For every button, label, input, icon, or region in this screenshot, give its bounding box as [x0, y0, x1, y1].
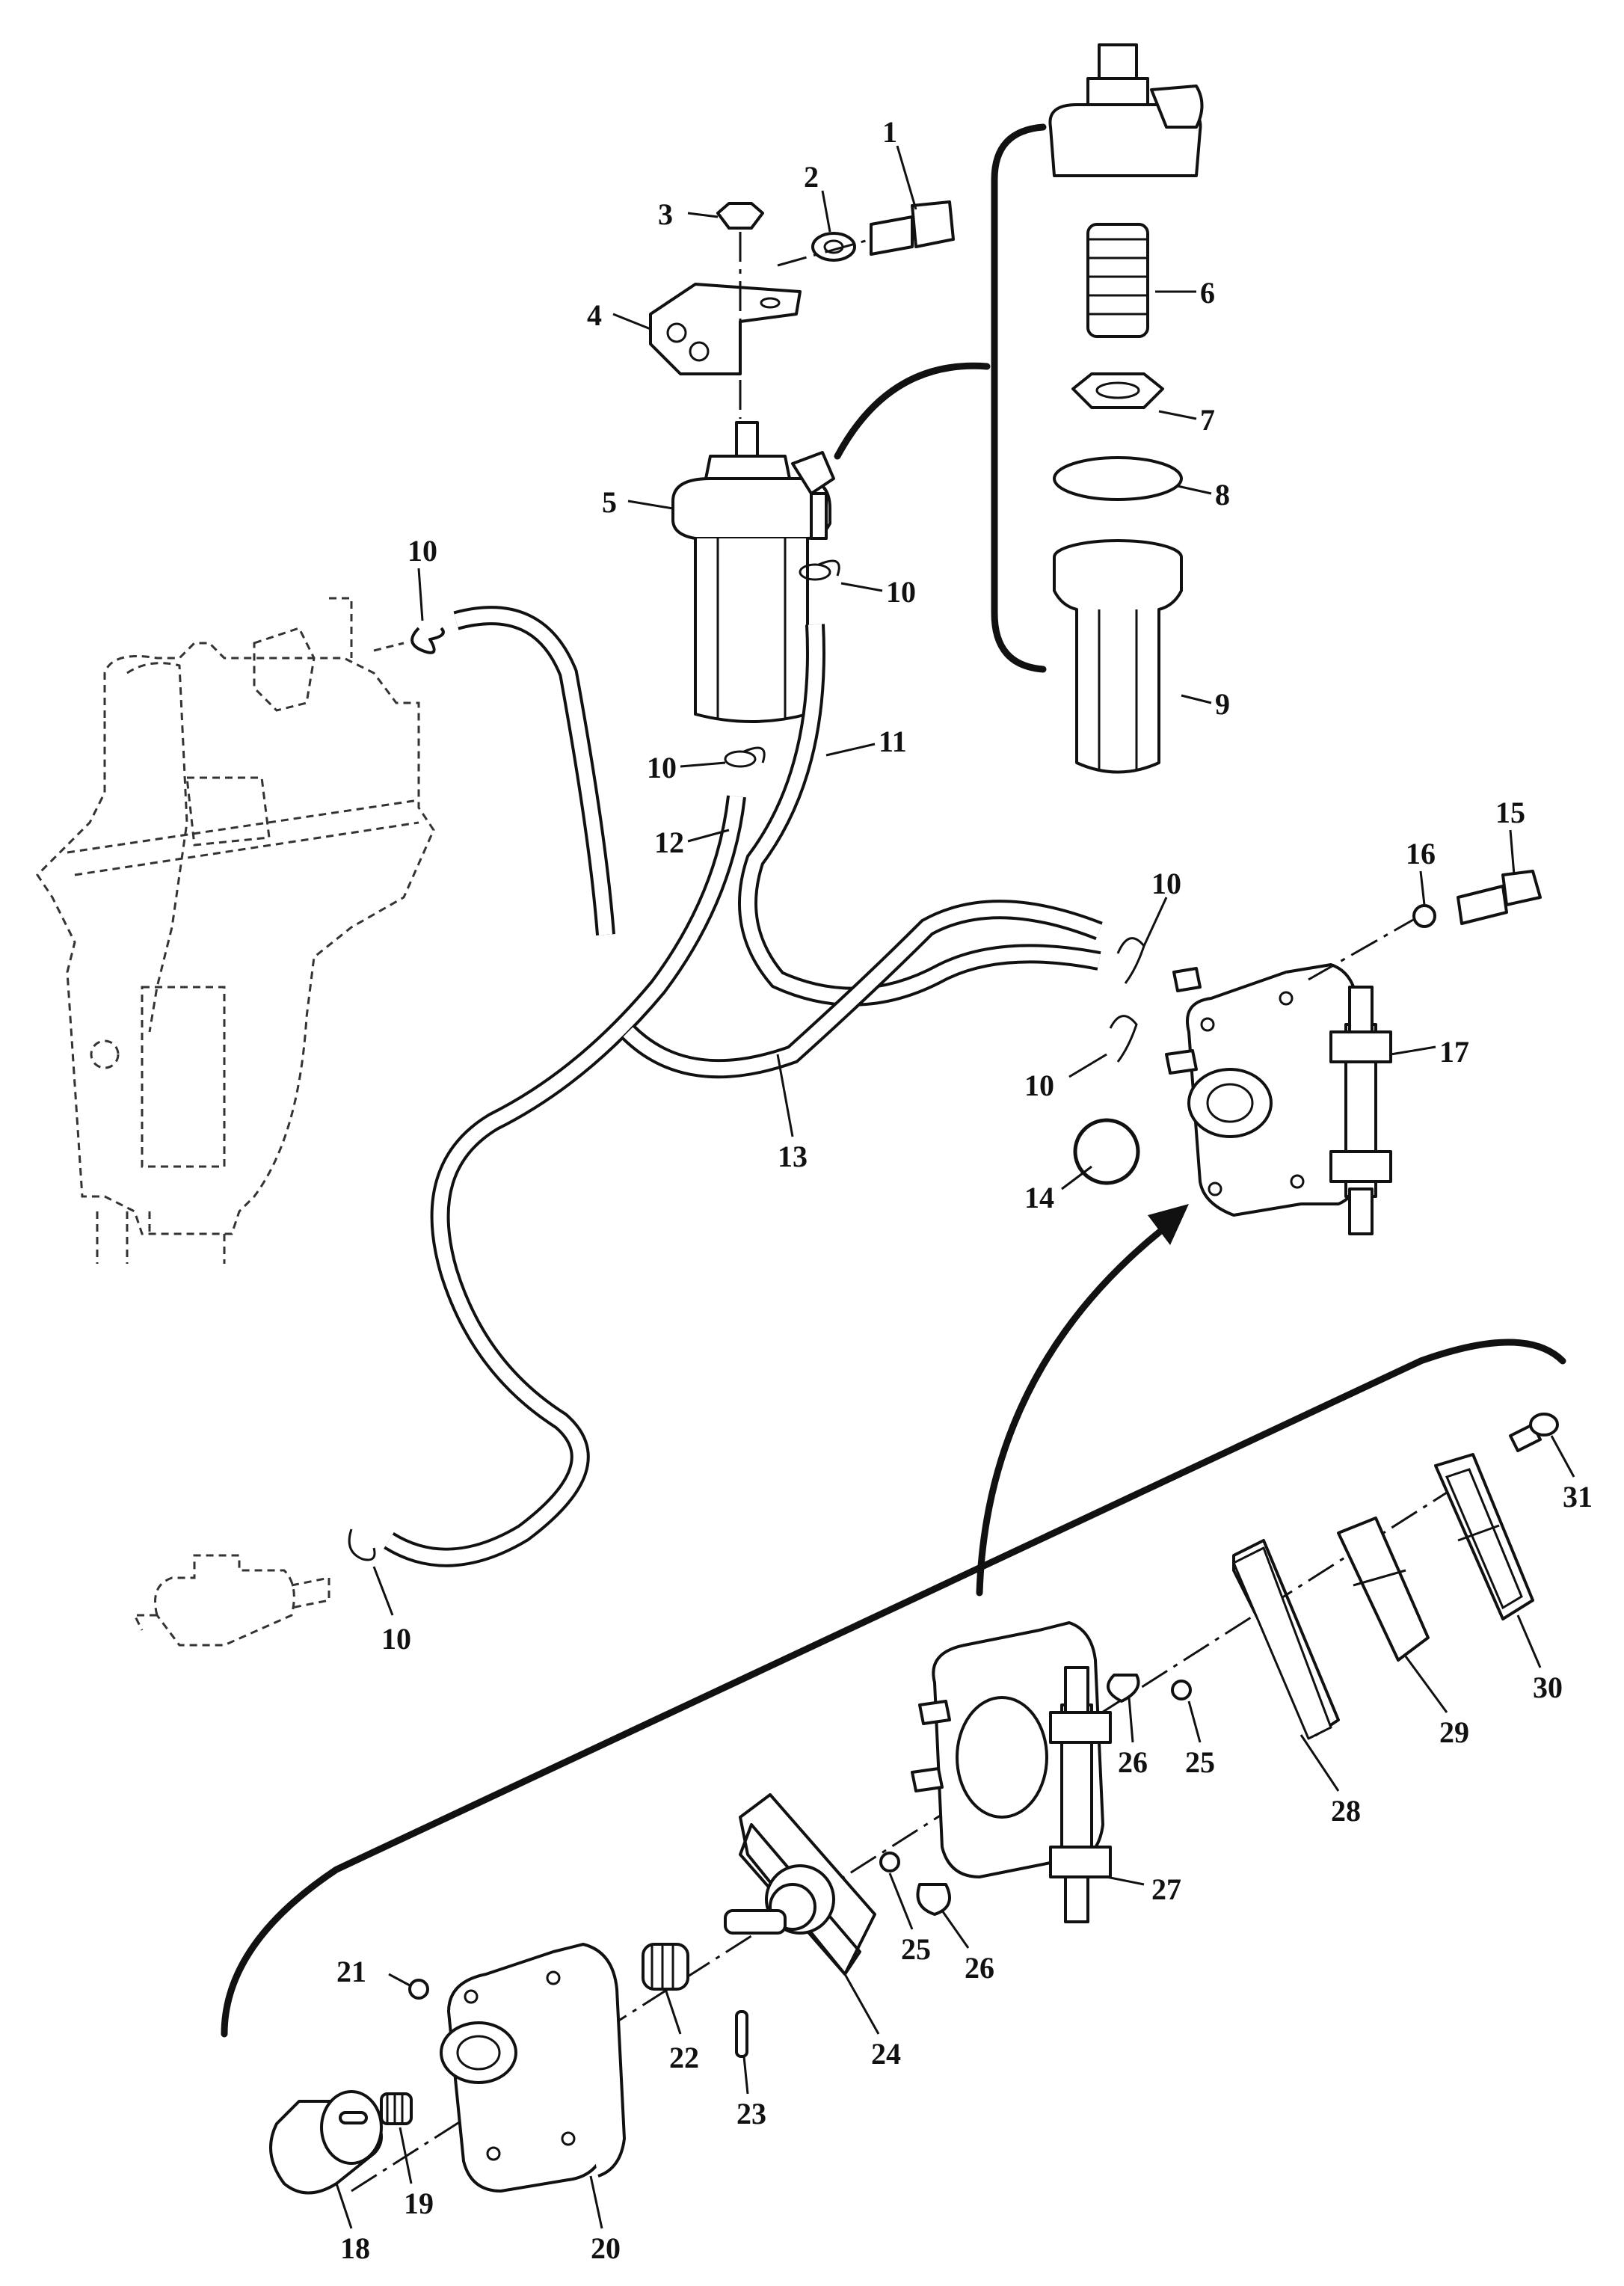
label-29: 29: [1439, 1715, 1469, 1749]
pin-23: [735, 2010, 748, 2058]
label-21: 21: [336, 1955, 366, 1988]
screw-25-a: [1171, 1680, 1192, 1700]
label-23: 23: [736, 2097, 766, 2130]
label-14: 14: [1024, 1181, 1054, 1214]
washer-16: [1412, 904, 1436, 928]
pump-body-27: [911, 1621, 1112, 1923]
screw-31: [1509, 1413, 1559, 1452]
label-6: 6: [1200, 276, 1215, 310]
label-24: 24: [871, 2037, 901, 2071]
fuel-filter-5: [671, 421, 835, 723]
detail-arrow: [976, 1204, 1189, 1597]
gasket-28-face: [1232, 1546, 1332, 1740]
label-10-f: 10: [381, 1622, 411, 1656]
diaphragm-29: [1337, 1517, 1430, 1662]
fuel-pump-17: [1165, 963, 1392, 1235]
washer-2: [811, 232, 856, 262]
engine-outline: [36, 597, 435, 1264]
label-5: 5: [602, 485, 617, 519]
diaphragm-24: [724, 1793, 876, 1976]
cover-30: [1434, 1453, 1534, 1620]
label-27: 27: [1151, 1872, 1181, 1906]
valve-26-b: [916, 1883, 951, 1916]
diaphragm-29-fold: [1353, 1569, 1406, 1587]
label-25-a: 25: [1185, 1745, 1215, 1779]
clamp-10-d: [1116, 937, 1145, 984]
pump-detail-bracket: [221, 1339, 1566, 2038]
label-10-b: 10: [886, 575, 916, 609]
spring-6: [1086, 223, 1149, 338]
bracket-4: [649, 283, 802, 375]
label-25-b: 25: [901, 1932, 931, 1966]
clamp-10-b: [799, 559, 840, 581]
fuel-connector: [132, 1554, 330, 1647]
filter-bowl-9: [1053, 539, 1183, 774]
bolt-15: [1457, 870, 1542, 925]
label-10-a: 10: [407, 534, 437, 568]
nut-7: [1071, 372, 1164, 409]
label-20: 20: [591, 2231, 621, 2265]
label-19: 19: [404, 2187, 434, 2220]
bolt-1: [870, 200, 955, 256]
label-13: 13: [778, 1140, 808, 1173]
hose-11: [738, 624, 1101, 1007]
cap-18: [269, 2090, 383, 2195]
label-31: 31: [1563, 1480, 1593, 1514]
clamp-10-e: [1109, 1015, 1138, 1063]
clamp-10-c: [724, 746, 766, 768]
valve-26-a: [1107, 1674, 1140, 1703]
spring-19: [380, 2092, 413, 2125]
label-11: 11: [879, 725, 907, 758]
label-10-c: 10: [647, 751, 677, 784]
label-3: 3: [658, 197, 673, 231]
o-ring-14: [1073, 1118, 1140, 1185]
leader-lines: [335, 145, 1575, 2229]
hose-13: [621, 900, 1103, 1079]
o-ring-8: [1053, 456, 1183, 501]
label-8: 8: [1215, 478, 1230, 511]
label-10-e: 10: [1024, 1069, 1054, 1102]
label-7: 7: [1200, 403, 1215, 437]
label-26-b: 26: [965, 1951, 994, 1985]
label-10-d: 10: [1151, 867, 1181, 900]
filter-detail-bracket: [834, 123, 1047, 673]
label-2: 2: [804, 160, 819, 194]
screw-25-b: [879, 1852, 900, 1872]
filter-head-detail: [1048, 43, 1204, 177]
axis-bolt-1: [777, 238, 872, 267]
clamp-10-f: [348, 1528, 376, 1561]
label-16: 16: [1406, 837, 1436, 870]
part-labels: 1 2 3 4 5 6 7 8 9 10 10 10 11 12 13 14 1…: [336, 115, 1593, 2265]
label-30: 30: [1533, 1671, 1563, 1704]
nut-21: [408, 1979, 429, 2000]
label-4: 4: [587, 298, 602, 332]
hose-13-and-feed: [453, 606, 615, 935]
nut-3: [716, 202, 764, 230]
label-17: 17: [1439, 1035, 1469, 1069]
label-12: 12: [654, 826, 684, 859]
label-9: 9: [1215, 687, 1230, 721]
clamp-10-a: [410, 627, 445, 654]
spring-22: [642, 1943, 689, 1991]
label-22: 22: [669, 2041, 699, 2074]
hose-12: [384, 795, 746, 1567]
label-28: 28: [1331, 1794, 1361, 1828]
axis-bolt-15: [1308, 918, 1414, 981]
label-18: 18: [340, 2231, 370, 2265]
label-15: 15: [1495, 796, 1525, 829]
label-26-a: 26: [1118, 1745, 1148, 1779]
pump-cover-20: [440, 1943, 626, 2193]
label-1: 1: [882, 115, 897, 149]
